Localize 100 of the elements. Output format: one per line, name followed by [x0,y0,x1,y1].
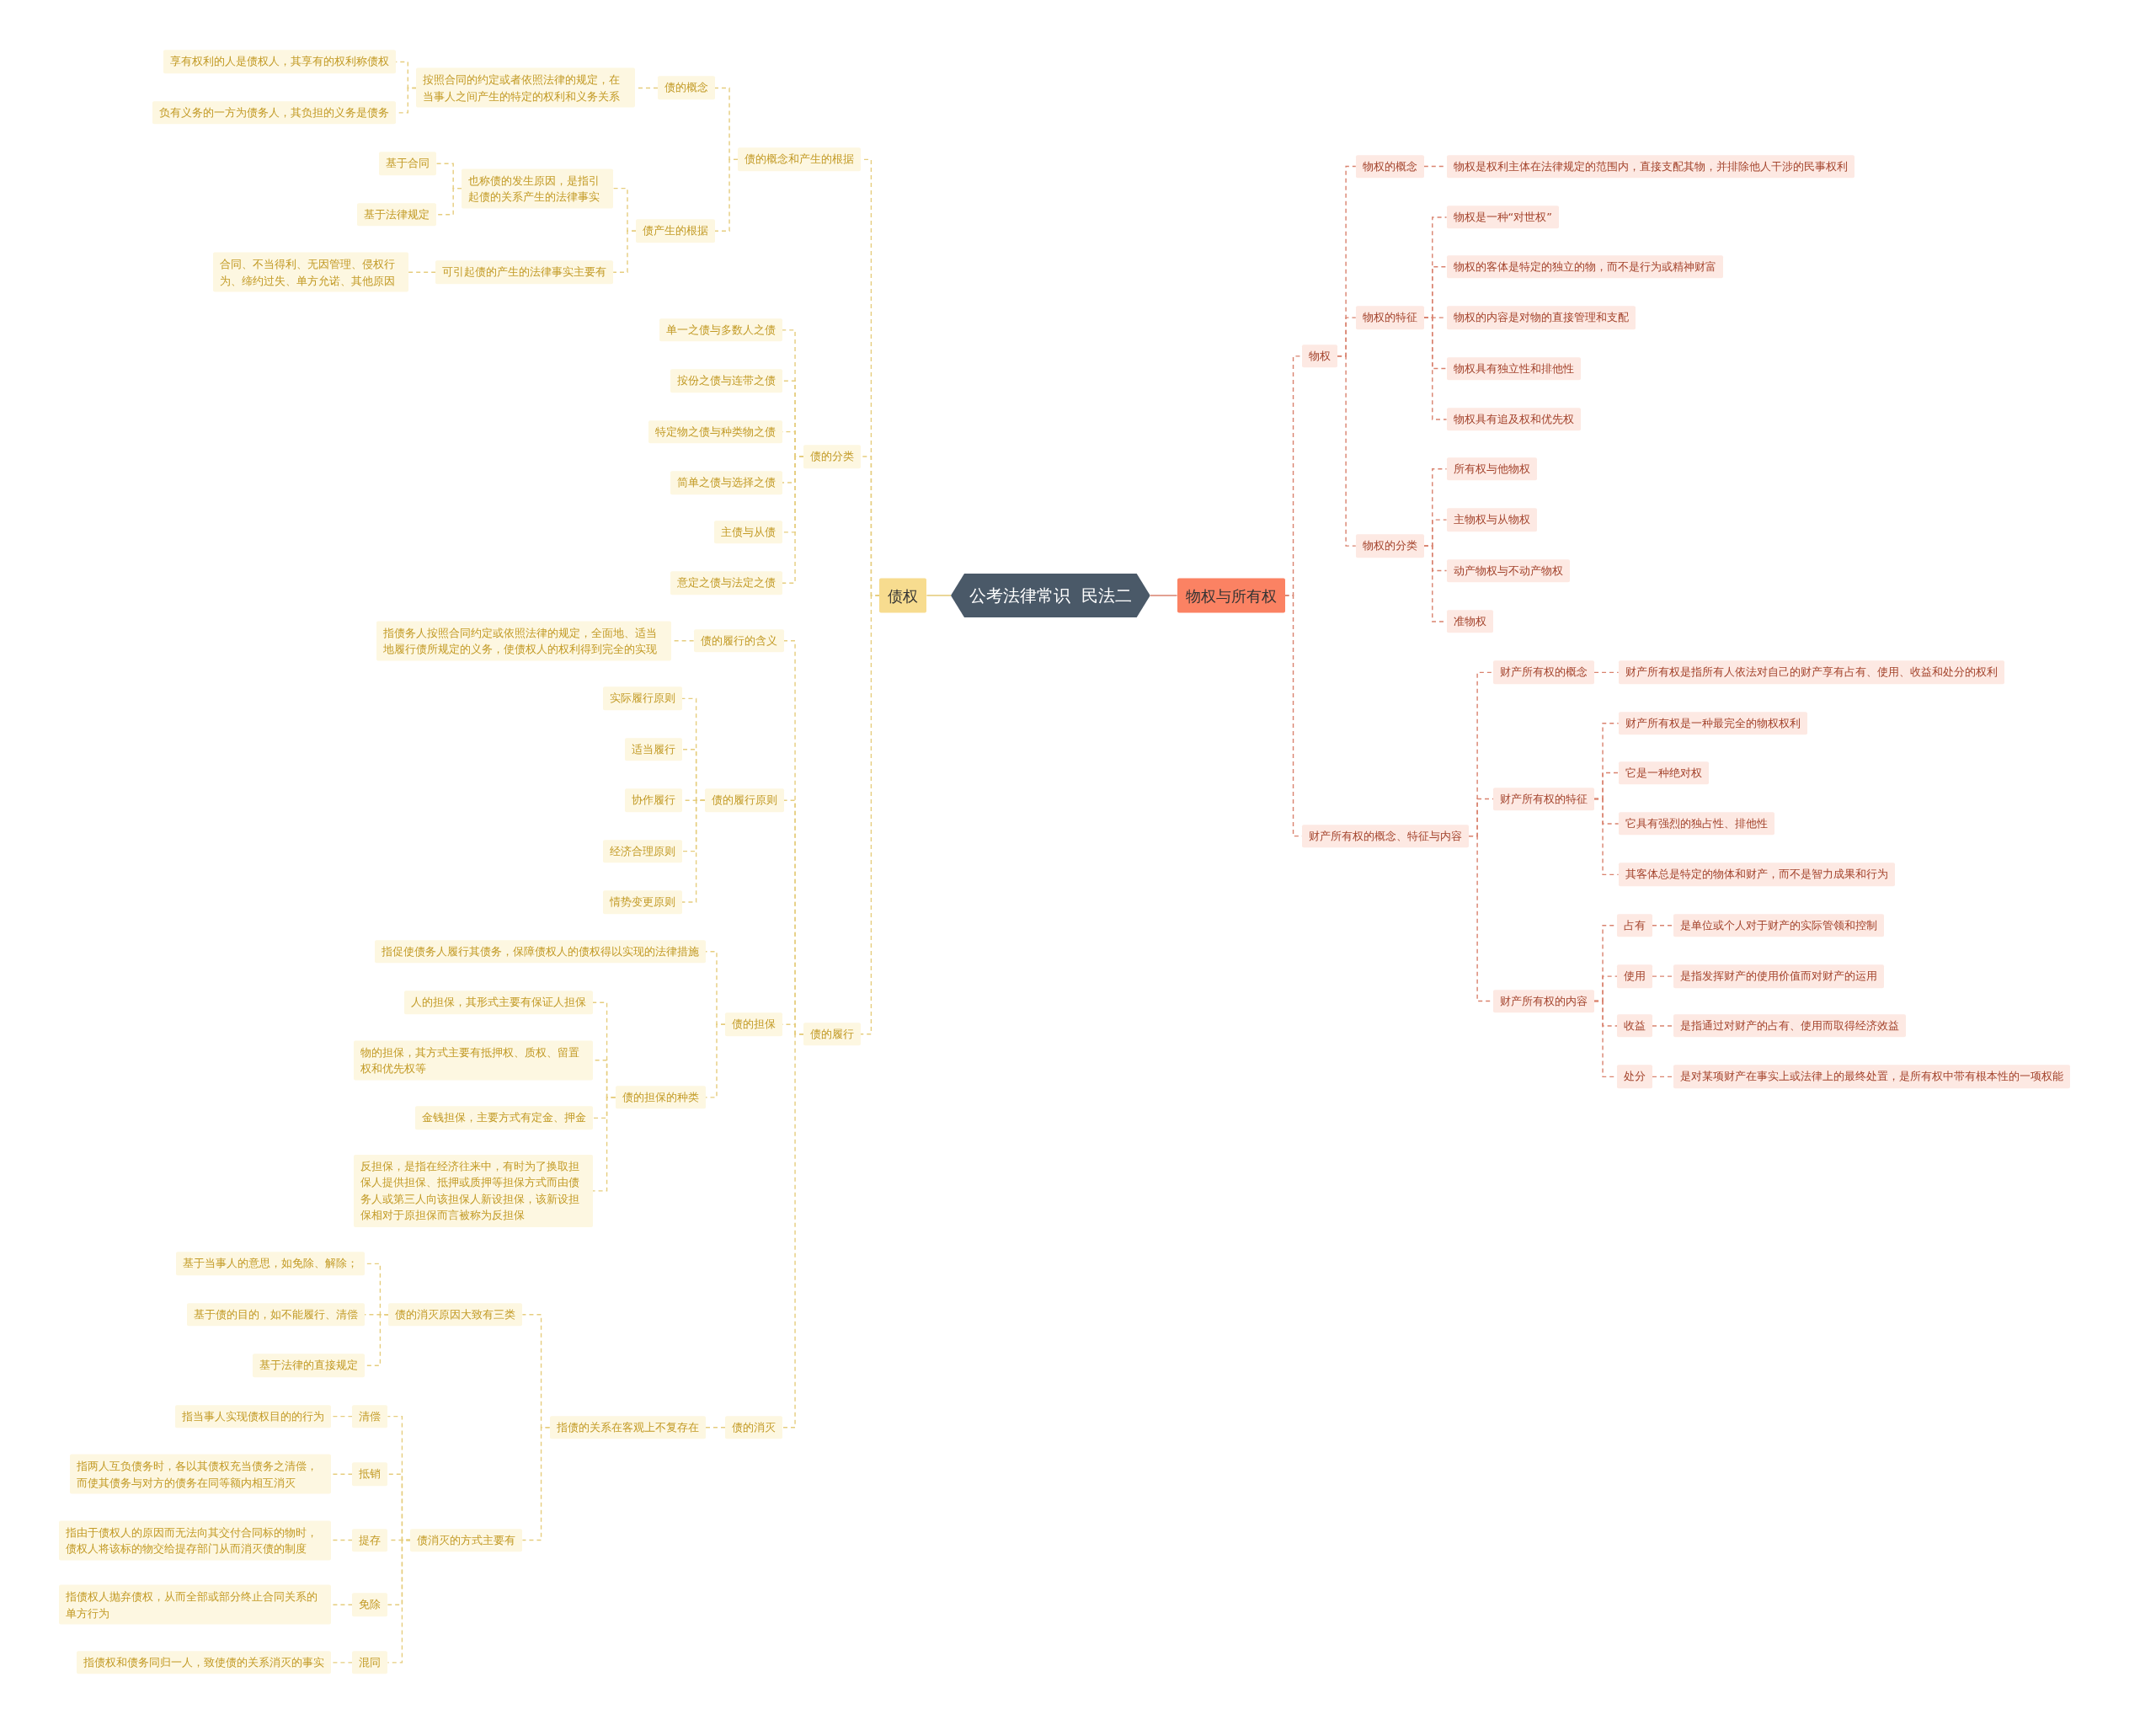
subtopic: 主债与从债 [714,521,782,544]
connector-line [782,456,804,584]
subtopic: 处分 [1617,1065,1652,1089]
subtopic: 特定物之债与种类物之债 [648,419,782,444]
connector-line [330,1662,354,1664]
subtopic: 金钱担保，主要方式有定金、押金 [414,1106,593,1130]
subtopic: 经济合理原则 [602,839,682,863]
main-topic: 物权与所有权 [1177,578,1285,613]
connector-line [330,1415,354,1418]
connector-line [408,271,436,273]
subtopic: 按照合同的约定或者依照法律的规定，在当事人之间产生的特定的权利和义务关系 [416,68,636,108]
subtopic: 单一之债与多数人之债 [659,318,782,342]
subtopic: 债的概念和产生的根据 [738,147,862,172]
connector-line [782,1033,804,1429]
connector-line [330,1604,354,1605]
subtopic: 准物权 [1446,610,1493,633]
subtopic: 人的担保，其形式主要有保证人担保 [403,991,593,1014]
subtopic: 财产所有权的内容 [1493,989,1595,1013]
subtopic: 财产所有权的概念 [1493,660,1595,685]
subtopic: 是指通过对财产的占有、使用而取得经济效益 [1673,1014,1906,1038]
connector-line [704,1427,726,1429]
subtopic: 指促使债务人履行其债务，保障债权人的债权得以实现的法律措施 [374,940,706,964]
subtopic: 债的履行 [803,1023,862,1046]
connector-line [1652,925,1674,927]
subtopic: 占有 [1617,914,1652,937]
subtopic: 物权是一种“对世权” [1446,206,1560,229]
subtopic: 债产生的根据 [636,219,715,243]
subtopic: 债的消灭原因大致有三类 [388,1303,523,1327]
subtopic: 财产所有权是指所有人依法对自己的财产享有占有、使用、收益和处分的权利 [1618,660,2004,685]
subtopic: 基于债的目的，如不能履行、清偿 [186,1303,365,1327]
subtopic: 合同、不当得利、无因管理、侵权行为、缔约过失、单方允诺、其他原因 [212,252,408,292]
subtopic: 基于法律的直接规定 [252,1354,365,1377]
connector-line [926,595,952,596]
subtopic: 基于当事人的意思，如免除、解除； [175,1252,365,1276]
subtopic: 抵销 [352,1462,388,1486]
connector-line [1149,595,1178,596]
connector-line [1652,975,1674,977]
subtopic: 债的概念 [658,76,715,100]
subtopic: 物权的分类 [1355,534,1424,558]
connector-line [612,230,637,273]
subtopic: 提存 [352,1528,388,1552]
subtopic: 是指发挥财产的使用价值而对财产的运用 [1673,964,1884,988]
subtopic: 财产所有权是一种最完全的物权权利 [1618,712,1807,735]
subtopic: 债的消灭 [725,1415,782,1439]
subtopic: 它是一种绝对权 [1618,761,1709,785]
subtopic: 指债权和债务同归一人，致使债的关系消灭的事实 [77,1651,332,1674]
subtopic: 是对某项财产在事实上或法律上的最终处置，是所有权中带有根本性的一项权能 [1673,1065,2070,1089]
subtopic: 债的履行的含义 [693,629,784,653]
connector-line [714,158,739,232]
connector-line [330,1473,354,1475]
connector-line [521,1427,551,1541]
subtopic: 债的担保 [725,1012,782,1037]
subtopic: 债消灭的方式主要有 [410,1528,523,1552]
subtopic: 基于合同 [378,152,436,176]
subtopic: 意定之债与法定之债 [670,571,782,595]
subtopic: 按份之债与连带之债 [670,369,782,393]
subtopic: 物的担保，其方式主要有抵押权、质权、留置权和优先权等 [353,1040,593,1081]
subtopic: 指由于债权人的原因而无法向其交付合同标的物时，债权人将该标的物交给提存部门从而消灭债的制度 [59,1520,332,1561]
connector-line [704,1023,726,1098]
subtopic: 指两人互负债务时，各以其债权充当债务之清偿，而使其债务与对方的债务在同等额内相互消灭 [70,1454,332,1494]
subtopic: 协作履行 [624,788,682,812]
subtopic: 债的担保的种类 [615,1086,706,1109]
subtopic: 物权是权利主体在法律规定的范围内，直接支配其物，并排除他人干涉的民事权利 [1446,154,1854,179]
subtopic: 指当事人实现债权目的的行为 [175,1404,332,1429]
subtopic: 指债权人抛弃债权，从而全部或部分终止合同关系的单方行为 [59,1584,332,1625]
subtopic: 债的履行原则 [704,788,784,812]
subtopic: 混同 [352,1651,388,1674]
subtopic: 是单位或个人对于财产的实际管领和控制 [1673,914,1884,937]
connector-line [330,1539,354,1541]
subtopic: 物权具有追及权和优先权 [1446,408,1581,431]
subtopic: 动产物权与不动产物权 [1446,558,1570,583]
subtopic: 免除 [352,1593,388,1617]
subtopic: 适当履行 [624,738,682,761]
connector-line [1337,355,1357,547]
subtopic: 也称债的发生原因，是指引起债的关系产生的法律事实 [462,168,614,209]
subtopic: 物权的概念 [1355,154,1424,179]
main-topic: 债权 [879,578,927,613]
subtopic: 清偿 [352,1404,388,1429]
subtopic: 使用 [1617,964,1652,988]
subtopic: 物权的客体是特定的独立的物，而不是行为或精神财富 [1446,255,1723,279]
subtopic: 指债务人按照合同约定或依照法律的规定，全面地、适当地履行债所规定的义务，使债权人的权利得到完全的实现 [376,621,671,661]
subtopic: 指债的关系在客观上不复存在 [549,1415,706,1439]
connector-line [592,1097,616,1192]
connector-line [1652,1025,1674,1027]
subtopic: 可引起债的产生的法律事实主要有 [435,260,614,284]
subtopic: 收益 [1617,1014,1652,1038]
subtopic: 基于法律规定 [356,202,436,227]
subtopic: 享有权利的人是债权人，其享有的权利称债权 [163,50,397,74]
connector-line [1652,1076,1674,1078]
connector-line [860,595,881,1035]
subtopic: 反担保，是指在经济往来中，有时为了换取担保人提供担保、抵押或质押等担保方式而由债务人或第三人向该担保人新设担保，该新设担保相对于原担保而言被称为反担保 [353,1154,593,1227]
subtopic: 物权的特征 [1355,306,1424,329]
subtopic: 债的分类 [803,445,862,468]
subtopic: 财产所有权的概念、特征与内容 [1302,824,1470,848]
subtopic: 财产所有权的特征 [1493,787,1595,811]
subtopic: 物权 [1302,344,1338,368]
subtopic: 它具有强烈的独占性、排他性 [1618,812,1774,836]
subtopic: 情势变更原则 [602,890,682,914]
subtopic: 实际履行原则 [602,686,682,711]
subtopic: 物权具有独立性和排他性 [1446,356,1581,381]
